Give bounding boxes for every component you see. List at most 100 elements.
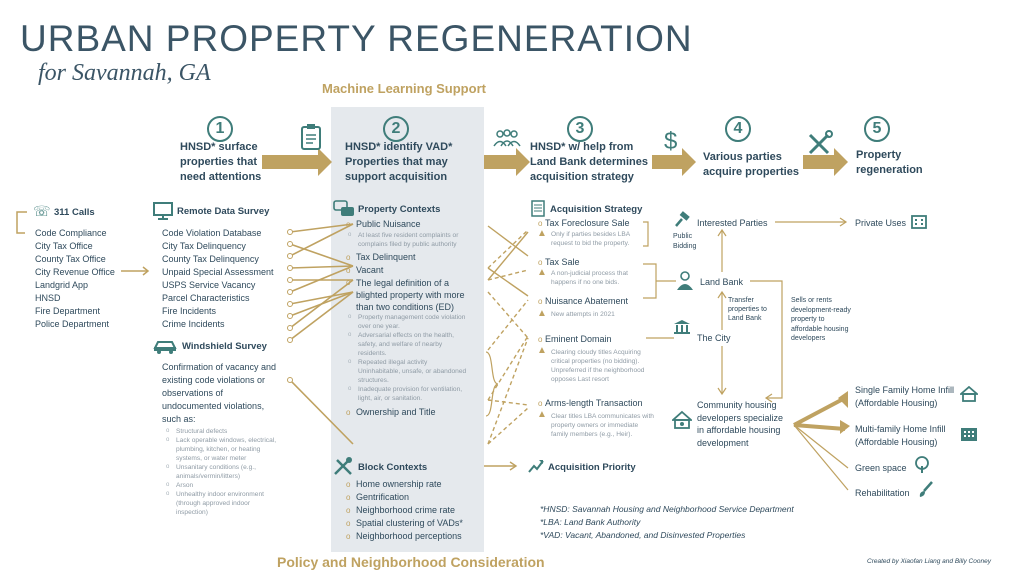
- tax-delinquent: Tax Delinquent: [346, 251, 486, 264]
- credit: Created by Xiaofan Liang and Billy Coone…: [867, 558, 991, 565]
- step-label-1: HNSD* surface properties that need atten…: [180, 141, 262, 183]
- windshield-description: Confirmation of vacancy and existing cod…: [162, 362, 277, 424]
- tax-sale-note: A non-judicial process that happens if n…: [551, 270, 628, 286]
- transfer-label: Transfer properties to Land Bank: [728, 297, 767, 322]
- dollar-icon: $: [664, 128, 678, 155]
- ownership-title: Ownership and Title: [346, 406, 486, 419]
- community-developers: Community housing developers specialize …: [697, 400, 784, 448]
- paint-brush-icon: [919, 481, 933, 497]
- list-item: Unhealthy indoor environment (through ap…: [164, 490, 282, 517]
- list-item: City Tax Office: [35, 241, 93, 251]
- remote-survey-title: Remote Data Survey: [177, 206, 270, 217]
- windshield-list: Structural defects Lack operable windows…: [164, 427, 282, 517]
- list-item: Landgrid App: [35, 280, 89, 290]
- rehabilitation: Rehabilitation: [855, 488, 910, 498]
- list-item: Crime Incidents: [162, 319, 225, 329]
- list-item: Lack operable windows, electrical, plumb…: [164, 436, 282, 463]
- eminent-note: Clearing cloudy titles Acquiring critica…: [551, 349, 645, 383]
- list-item: Parcel Characteristics: [162, 293, 250, 303]
- tools-icon: [808, 130, 833, 155]
- apartment-icon: [961, 428, 977, 441]
- page-subtitle: for Savannah, GA: [38, 60, 211, 86]
- interested-parties: Interested Parties: [697, 218, 768, 228]
- footnote: *HNSD: Savannah Housing and Neighborhood…: [540, 504, 794, 514]
- list-item: Adversarial effects on the health, safet…: [346, 331, 468, 358]
- arms-length-label: Arms-length Transaction: [544, 398, 643, 408]
- footnote: *LBA: Land Bank Authority: [540, 517, 641, 527]
- list-item: Arson: [164, 481, 282, 490]
- private-uses: Private Uses: [855, 218, 907, 228]
- list-item: Fire Department: [35, 306, 101, 316]
- footnote: *VAD: Vacant, Abandoned, and Disinvested…: [540, 530, 746, 540]
- step-number-2: 2: [383, 116, 409, 142]
- document-list-icon: [531, 200, 545, 217]
- property-contexts-title: Property Contexts: [358, 204, 441, 215]
- clipboard-icon: [301, 124, 321, 150]
- list-item: County Tax Delinquency: [162, 254, 259, 264]
- list-item: Repeated illegal activity Uninhabitable,…: [346, 358, 468, 385]
- footnotes: *HNSD: Savannah Housing and Neighborhood…: [540, 503, 794, 542]
- list-item: Unsanitary conditions (e.g., animals/ver…: [164, 463, 282, 481]
- nuisance-abatement: o Nuisance Abatement: [538, 296, 629, 306]
- public-nuisance: Public Nuisance: [346, 218, 486, 231]
- arms-length-transaction: o Arms-length Transaction: [538, 398, 643, 408]
- land-bank: Land Bank: [700, 277, 744, 287]
- car-icon: [153, 341, 177, 354]
- map-tools-icon: [334, 457, 352, 475]
- eminent-domain: o Eminent Domain: [538, 334, 612, 344]
- list-item: Inadequate provision for ventilation, li…: [346, 385, 468, 403]
- step-number-4: 4: [725, 116, 751, 142]
- tax-foreclosure-sale: o Tax Foreclosure Sale: [538, 218, 630, 228]
- step-label-2: HNSD* identify VAD* Properties that may …: [345, 141, 453, 183]
- warning-icon: ▲: [537, 345, 547, 356]
- ml-support-label: Machine Learning Support: [322, 81, 486, 96]
- step-label-4: Various parties acquire properties: [703, 151, 799, 178]
- warning-icon: ▲: [537, 308, 547, 319]
- page-title: URBAN PROPERTY REGENERATION: [20, 18, 693, 59]
- tax-sale-label: Tax Sale: [544, 257, 580, 267]
- the-city: The City: [697, 333, 731, 343]
- warning-icon: ▲: [537, 409, 547, 420]
- house-icon: [960, 386, 978, 402]
- step-label-3: HNSD* w/ help from Land Bank determines …: [530, 141, 648, 183]
- step-number-1: 1: [207, 116, 233, 142]
- acquisition-strategy-title: Acquisition Strategy: [550, 204, 643, 215]
- list-item: Property management code violation over …: [346, 313, 468, 331]
- monitor-icon: [153, 202, 173, 220]
- block-contexts-list: Home ownership rate Gentrification Neigh…: [346, 478, 463, 543]
- list-item: Neighborhood crime rate: [346, 504, 463, 517]
- calls-list: Code Compliance City Tax Office County T…: [35, 227, 115, 331]
- tree-icon: [915, 456, 929, 473]
- step-number-3: 3: [567, 116, 593, 142]
- phone-icon: ☏: [33, 203, 51, 219]
- building-icon: [911, 215, 927, 229]
- list-item: City Tax Delinquency: [162, 241, 246, 251]
- sells-label: Sells or rents development-ready propert…: [791, 297, 851, 342]
- list-item: Neighborhood perceptions: [346, 530, 463, 543]
- policy-label: Policy and Neighborhood Consideration: [277, 554, 545, 570]
- eminent-domain-label: Eminent Domain: [544, 334, 612, 344]
- warning-icon: ▲: [537, 267, 547, 278]
- arms-note: Clear titles LBA communicates with prope…: [551, 413, 654, 438]
- list-item: Structural defects: [164, 427, 282, 436]
- windshield-survey-title: Windshield Survey: [182, 341, 267, 352]
- list-item: Home ownership rate: [346, 478, 463, 491]
- tax-foreclosure-note: Only if parties besides LBA request to b…: [551, 231, 630, 247]
- list-item: Spatial clustering of VADs*: [346, 517, 463, 530]
- list-item: City Revenue Office: [35, 267, 115, 277]
- warning-icon: ▲: [537, 228, 547, 239]
- step-label-5: Property regeneration: [856, 149, 923, 176]
- gavel-icon: [675, 211, 690, 227]
- block-contexts-title: Block Contexts: [358, 462, 428, 473]
- remote-survey-list: Code Violation Database City Tax Delinqu…: [162, 227, 274, 331]
- list-item: Gentrification: [346, 491, 463, 504]
- calls-title: 311 Calls: [54, 207, 95, 218]
- acquisition-priority: Acquisition Priority: [548, 462, 636, 473]
- people-group-icon: [493, 129, 521, 147]
- list-item: Unpaid Special Assessment: [162, 267, 274, 277]
- green-space: Green space: [855, 463, 907, 473]
- list-item: Code Violation Database: [162, 228, 262, 238]
- list-item: Police Department: [35, 319, 110, 329]
- single-family-infill: Single Family Home Infill (Affordable Ho…: [855, 385, 955, 408]
